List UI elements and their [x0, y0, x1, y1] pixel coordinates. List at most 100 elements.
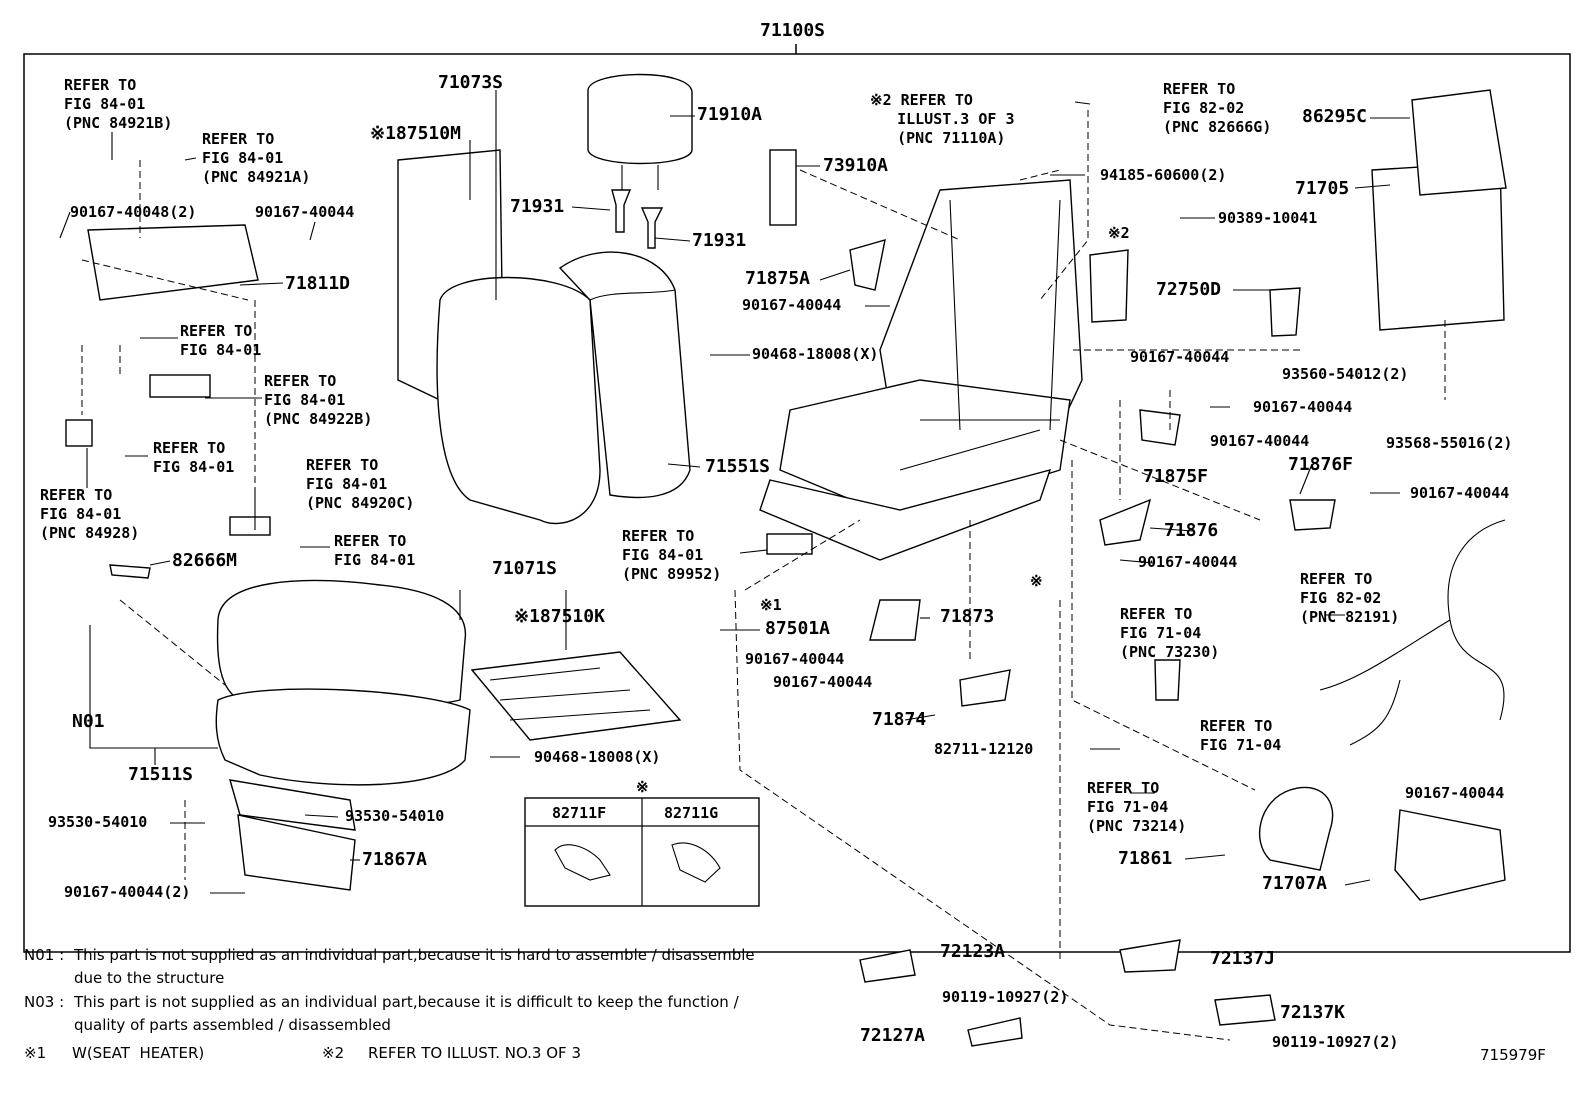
callout-label: REFER TO FIG 82-02 (PNC 82666G)	[1163, 80, 1272, 136]
assembly-number: 71100S	[760, 20, 826, 41]
callout-label: 73910A	[823, 155, 889, 176]
callout-label: 71876	[1164, 520, 1219, 541]
seat-cushion-illustration	[215, 579, 471, 891]
callout-label: 90167-40044(2)	[64, 883, 191, 901]
cushion-heater-illustration	[470, 651, 682, 741]
callout-label: 90167-40044	[1405, 784, 1505, 802]
headrest-illustration	[587, 73, 693, 249]
callout-label: REFER TO FIG 84-01 (PNC 84928)	[40, 486, 140, 542]
callout-label: 93530-54010	[48, 813, 148, 831]
callout-label: 71931	[692, 230, 747, 251]
callout-label: 71705	[1295, 178, 1350, 199]
assembly-frame	[23, 44, 1571, 953]
callout-label: 90468-18008(X)	[534, 748, 661, 766]
callout-label: REFER TO FIG 84-01 (PNC 89952)	[622, 527, 722, 583]
callout-label: 93568-55016(2)	[1386, 434, 1513, 452]
callout-label: 72137J	[1210, 948, 1276, 969]
callout-label: 71931	[510, 196, 565, 217]
callout-label: 71707A	[1262, 873, 1328, 894]
callout-label: 72127A	[860, 1025, 926, 1046]
note-text: This part is not supplied as an individu…	[74, 993, 739, 1011]
clip-table-header: 82711G	[664, 804, 719, 822]
callout-label: 71861	[1118, 848, 1173, 869]
callout-label: ※187510M	[370, 123, 461, 144]
callout-label: 71875A	[745, 268, 811, 289]
callout-label: 72750D	[1156, 279, 1222, 300]
callout-label: ※1	[760, 596, 782, 614]
callout-label: 90167-40044	[1130, 348, 1230, 366]
callout-label: ※187510K	[514, 606, 605, 627]
callout-label: 71910A	[697, 104, 763, 125]
callout-label: 72123A	[940, 941, 1006, 962]
callout-label: 71867A	[362, 849, 428, 870]
callout-label: 90167-40044	[745, 650, 845, 668]
callout-label: REFER TO FIG 71-04	[1200, 717, 1282, 754]
callout-label: 86295C	[1302, 106, 1368, 127]
callout-label: ※	[1030, 572, 1043, 590]
note-code: N03 :	[24, 993, 65, 1011]
callout-label: 90119-10927(2)	[942, 988, 1069, 1006]
clip-table-mark: ※	[636, 778, 649, 796]
callout-label: 71551S	[705, 456, 771, 477]
callout-label: 71811D	[285, 273, 351, 294]
callout-label: REFER TO FIG 84-01	[153, 439, 235, 476]
leader-lines	[59, 90, 1410, 894]
footnote-mark: ※1	[24, 1044, 47, 1062]
callout-label: 82666M	[172, 550, 238, 571]
callout-label: 90119-10927(2)	[1272, 1033, 1399, 1051]
callout-label: 71511S	[128, 764, 194, 785]
callout-label: 72137K	[1280, 1002, 1346, 1023]
callout-label: 90389-10041	[1218, 209, 1318, 227]
callout-label: 90167-40044	[1138, 553, 1238, 571]
wire-harness-illustration	[1319, 519, 1506, 746]
callout-label: REFER TO FIG 84-01	[334, 532, 416, 569]
callout-label: 90167-40044	[773, 673, 873, 691]
clip-table	[524, 797, 760, 907]
illustration-id: 715979F	[1480, 1046, 1546, 1064]
callout-label: 87501A	[765, 618, 831, 639]
dashed-lines	[81, 110, 1446, 1041]
callout-label: 71071S	[492, 558, 558, 579]
callout-label: 93560-54012(2)	[1282, 365, 1409, 383]
callout-label: REFER TO FIG 84-01 (PNC 84921B)	[64, 76, 173, 132]
footnote-text: W(SEAT HEATER)	[72, 1044, 205, 1062]
callout-label: 90468-18008(X)	[752, 345, 879, 363]
side-shield-illustration	[1258, 786, 1506, 901]
callout-label: 71073S	[438, 72, 504, 93]
note-text: due to the structure	[74, 969, 225, 987]
callout-label: N01	[72, 711, 105, 732]
callout-label: 71875F	[1143, 466, 1209, 487]
small-parts-illustration	[65, 149, 1336, 1047]
callout-label: 90167-40044	[255, 203, 355, 221]
callout-label: 90167-40044	[1210, 432, 1310, 450]
callout-label: 90167-40044	[742, 296, 842, 314]
footnote-mark: ※2	[322, 1044, 345, 1062]
footnote-text: REFER TO ILLUST. NO.3 OF 3	[368, 1044, 581, 1062]
callout-label: REFER TO FIG 82-02 (PNC 82191)	[1300, 570, 1400, 626]
note-text: quality of parts assembled / disassemble…	[74, 1016, 391, 1034]
callout-label: 90167-40044	[1253, 398, 1353, 416]
callout-label: REFER TO FIG 84-01 (PNC 84921A)	[202, 130, 311, 186]
note-text: This part is not supplied as an individu…	[74, 946, 755, 964]
callout-label: 71873	[940, 606, 995, 627]
callout-label: REFER TO FIG 71-04 (PNC 73214)	[1087, 779, 1187, 835]
callout-label: 71876F	[1288, 454, 1354, 475]
callout-label: REFER TO FIG 71-04 (PNC 73230)	[1120, 605, 1220, 661]
callout-label: 90167-40048(2)	[70, 203, 197, 221]
callout-label: 71874	[872, 709, 927, 730]
callout-label: 94185-60600(2)	[1100, 166, 1227, 184]
callout-label: 82711-12120	[934, 740, 1034, 758]
note-code: N01 :	[24, 946, 65, 964]
seatback-cover-illustration	[397, 149, 691, 525]
clip-table-header: 82711F	[552, 804, 607, 822]
callout-label: ※2	[1108, 224, 1130, 242]
seatback-board-illustration	[1371, 89, 1507, 331]
callout-label: REFER TO FIG 84-01 (PNC 84920C)	[306, 456, 415, 512]
callout-label: 93530-54010	[345, 807, 445, 825]
callout-label: REFER TO FIG 84-01	[180, 322, 262, 359]
callout-label: 90167-40044	[1410, 484, 1510, 502]
callout-label: ※2 REFER TO ILLUST.3 OF 3 (PNC 71110A)	[870, 91, 1015, 147]
callout-label: REFER TO FIG 84-01 (PNC 84922B)	[264, 372, 373, 428]
seat-frame-illustration	[759, 179, 1083, 561]
